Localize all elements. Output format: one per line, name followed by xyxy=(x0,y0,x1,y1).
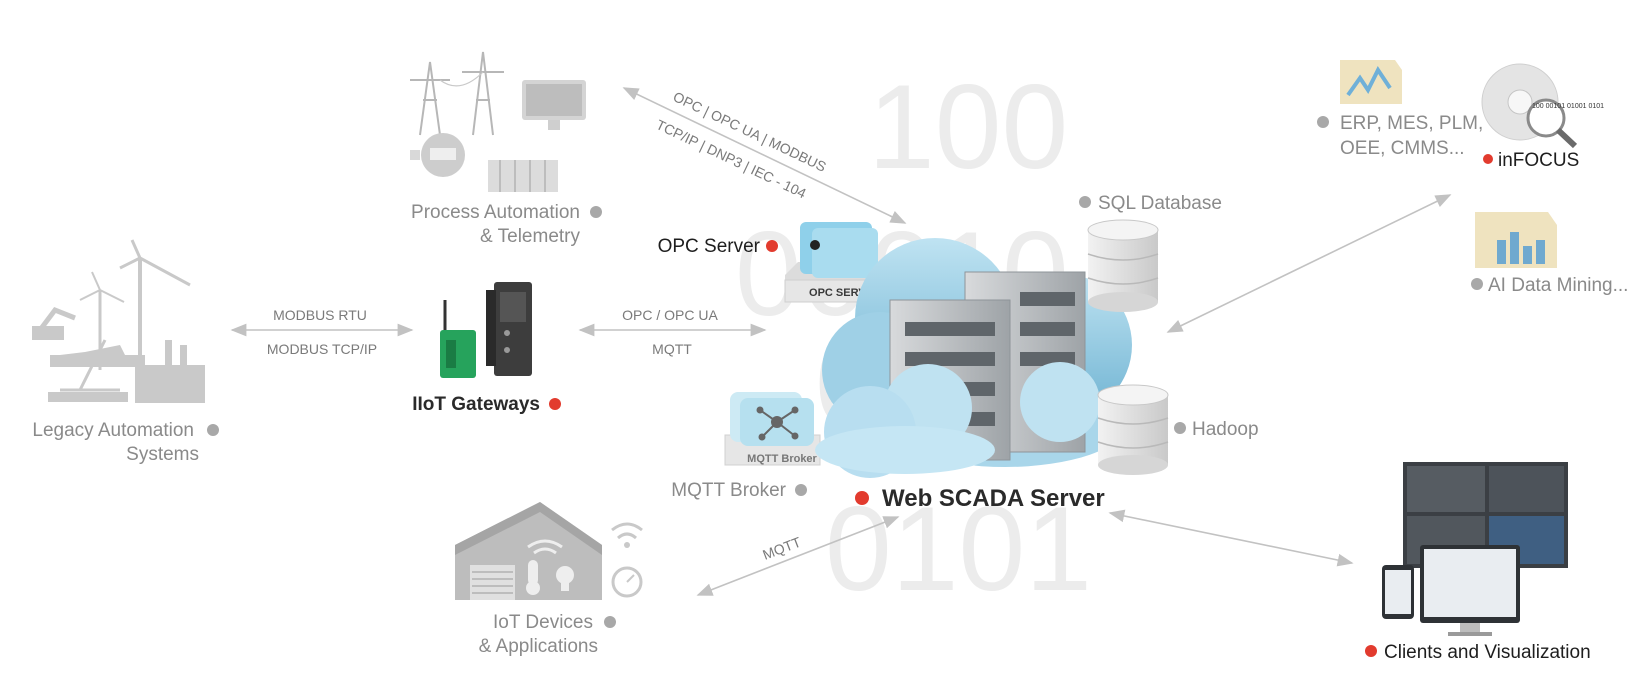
sql-label: SQL Database xyxy=(1098,193,1222,214)
opc-server-status-dot xyxy=(766,240,778,252)
proto-mqtt-gateway: MQTT xyxy=(652,341,692,357)
server-analytics-arrow xyxy=(1166,194,1452,333)
opc-server-label: OPC Server xyxy=(658,236,761,257)
sql-database-icon xyxy=(1087,219,1159,312)
legacy-label-line2: Systems xyxy=(126,444,199,465)
power-grid-meter-icon xyxy=(410,51,586,192)
mqtt-broker-status-dot xyxy=(795,484,807,496)
web-scada-status-dot xyxy=(855,491,869,505)
hadoop-label: Hadoop xyxy=(1192,419,1259,440)
smart-home-icon xyxy=(455,502,643,600)
opc-server-icon: OPC SERVER xyxy=(784,222,881,303)
process-server-arrow xyxy=(622,87,907,224)
infocus-disc-icon: 100 00101 01001 0101 xyxy=(1481,63,1604,149)
node-labels: Legacy Automation Systems Process Automa… xyxy=(32,113,1628,663)
infocus-status-dot xyxy=(1483,154,1493,164)
bg-digits-row1: 100 xyxy=(868,60,1068,194)
hadoop-status-dot xyxy=(1174,422,1186,434)
ai-label: AI Data Mining... xyxy=(1488,275,1628,296)
gateways-status-dot xyxy=(549,398,561,410)
connection-arrows xyxy=(230,87,1452,596)
wind-turbine-factory-icon xyxy=(32,239,205,403)
infocus-label: inFOCUS xyxy=(1498,150,1579,171)
ai-status-dot xyxy=(1471,278,1483,290)
clients-status-dot xyxy=(1365,645,1377,657)
mqtt-broker-label: MQTT Broker xyxy=(671,480,786,501)
mqtt-broker-badge: MQTT Broker xyxy=(747,453,817,465)
proto-modbus-rtu: MODBUS RTU xyxy=(273,307,367,323)
web-scada-server-icon xyxy=(815,238,1132,478)
mqtt-broker-icon: MQTT Broker xyxy=(724,392,821,466)
process-status-dot xyxy=(590,206,602,218)
web-scada-label: Web SCADA Server xyxy=(882,485,1105,512)
iot-status-dot xyxy=(604,616,616,628)
ai-folder-chart-icon xyxy=(1475,212,1557,268)
proto-opc-ua: OPC / OPC UA xyxy=(622,307,718,323)
clients-label: Clients and Visualization xyxy=(1384,642,1591,663)
iot-label-line1: IoT Devices xyxy=(493,612,593,633)
hadoop-database-icon xyxy=(1097,384,1169,475)
clients-screens-icon xyxy=(1382,462,1568,636)
erp-status-dot xyxy=(1317,116,1329,128)
process-label-line1: Process Automation xyxy=(411,202,580,223)
process-label-line2: & Telemetry xyxy=(480,226,580,247)
erp-label-line2: OEE, CMMS... xyxy=(1340,138,1465,159)
server-clients-arrow xyxy=(1108,509,1354,567)
legacy-status-dot xyxy=(207,424,219,436)
iiot-gateway-device-icon xyxy=(440,282,532,378)
proto-modbus-tcp: MODBUS TCP/IP xyxy=(267,341,377,357)
sql-status-dot xyxy=(1079,196,1091,208)
iot-label-line2: & Applications xyxy=(479,636,598,657)
legacy-label-line1: Legacy Automation xyxy=(32,420,194,441)
proto-mqtt-iot: MQTT xyxy=(760,533,803,562)
gateways-label: IIoT Gateways xyxy=(412,394,540,415)
erp-folder-chart-icon xyxy=(1340,60,1402,104)
infocus-disc-text: 100 00101 01001 0101 xyxy=(1532,103,1604,110)
erp-label-line1: ERP, MES, PLM, xyxy=(1340,113,1483,134)
iot-server-arrow xyxy=(696,516,900,596)
